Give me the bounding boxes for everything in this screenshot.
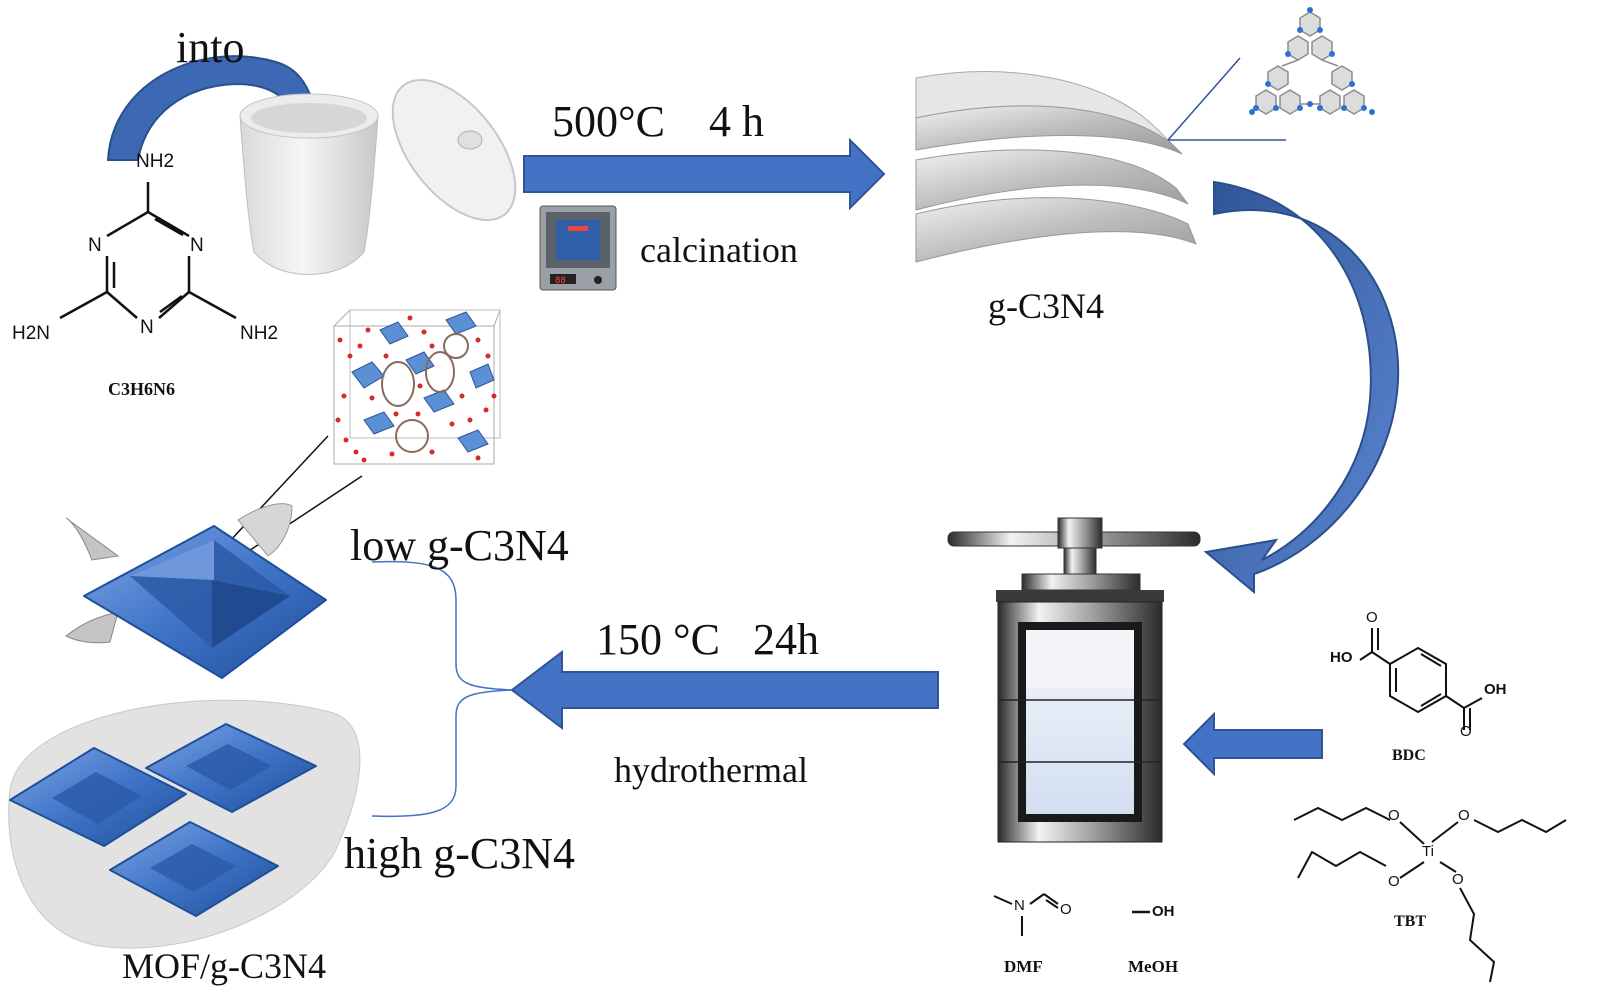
melamine-nh2-right: NH2 <box>240 323 279 344</box>
meoh-formula: OH <box>1152 903 1175 920</box>
product-label: MOF/g-C3N4 <box>122 946 327 986</box>
gcn-sheets-icon <box>915 57 1286 263</box>
melamine-nh2-left: H2N <box>12 323 51 344</box>
bdc-structure <box>1359 628 1483 730</box>
tbt-ti: Ti <box>1422 843 1434 860</box>
hydrothermal-arrow <box>510 649 939 731</box>
melamine-n-left: N <box>88 235 102 256</box>
mof-low-gcn-icon <box>65 503 327 679</box>
tbt-o-2: O <box>1458 807 1470 824</box>
melamine-n-right: N <box>190 235 204 256</box>
gcn-atoms <box>1249 7 1375 115</box>
melamine-structure <box>59 182 237 320</box>
reagents-arrow <box>1182 711 1323 777</box>
melamine-nh2-top: NH2 <box>136 151 175 172</box>
calcination-label: calcination <box>640 230 798 270</box>
bdc-o-bottom: O <box>1460 723 1472 740</box>
calcination-arrow <box>523 137 886 211</box>
crucible-icon <box>239 93 379 275</box>
gcn-label: g-C3N4 <box>988 286 1104 326</box>
hydrothermal-condition: 150 °C 24h <box>596 615 819 664</box>
melamine-formula: C3H6N6 <box>108 379 175 399</box>
into-label: into <box>176 23 245 72</box>
tbt-structure <box>1293 806 1567 983</box>
meoh-name: MeOH <box>1128 957 1179 976</box>
dmf-n: N <box>1014 897 1025 914</box>
mof-crystal-icon <box>333 309 501 465</box>
brace <box>371 560 513 818</box>
bdc-name: BDC <box>1392 747 1426 764</box>
calcination-condition: 500°C 4 h <box>552 97 764 146</box>
svg-text:88: 88 <box>555 276 566 286</box>
dmf-structure <box>993 893 1059 936</box>
bdc-oh: OH <box>1484 681 1507 698</box>
hydrothermal-label: hydrothermal <box>614 750 808 790</box>
high-gcn-label: high g-C3N4 <box>344 829 575 878</box>
mof-high-gcn-icon <box>8 699 361 949</box>
dmf-name: DMF <box>1004 957 1043 976</box>
autoclave-icon <box>947 517 1201 843</box>
crucible-lid-icon <box>391 78 517 222</box>
bdc-ho: HO <box>1330 649 1353 666</box>
melamine-n-bottom: N <box>140 317 154 338</box>
gcn-structure-icon <box>1255 11 1365 115</box>
oven-icon: 88 <box>539 205 617 291</box>
low-gcn-label: low g-C3N4 <box>350 521 569 570</box>
tbt-o-3: O <box>1388 873 1400 890</box>
tbt-o-1: O <box>1388 807 1400 824</box>
dmf-o: O <box>1060 901 1072 918</box>
bdc-o-top: O <box>1366 609 1378 626</box>
gcn-to-autoclave-arrow <box>1203 180 1400 595</box>
tbt-o-4: O <box>1452 871 1464 888</box>
tbt-name: TBT <box>1394 913 1427 930</box>
